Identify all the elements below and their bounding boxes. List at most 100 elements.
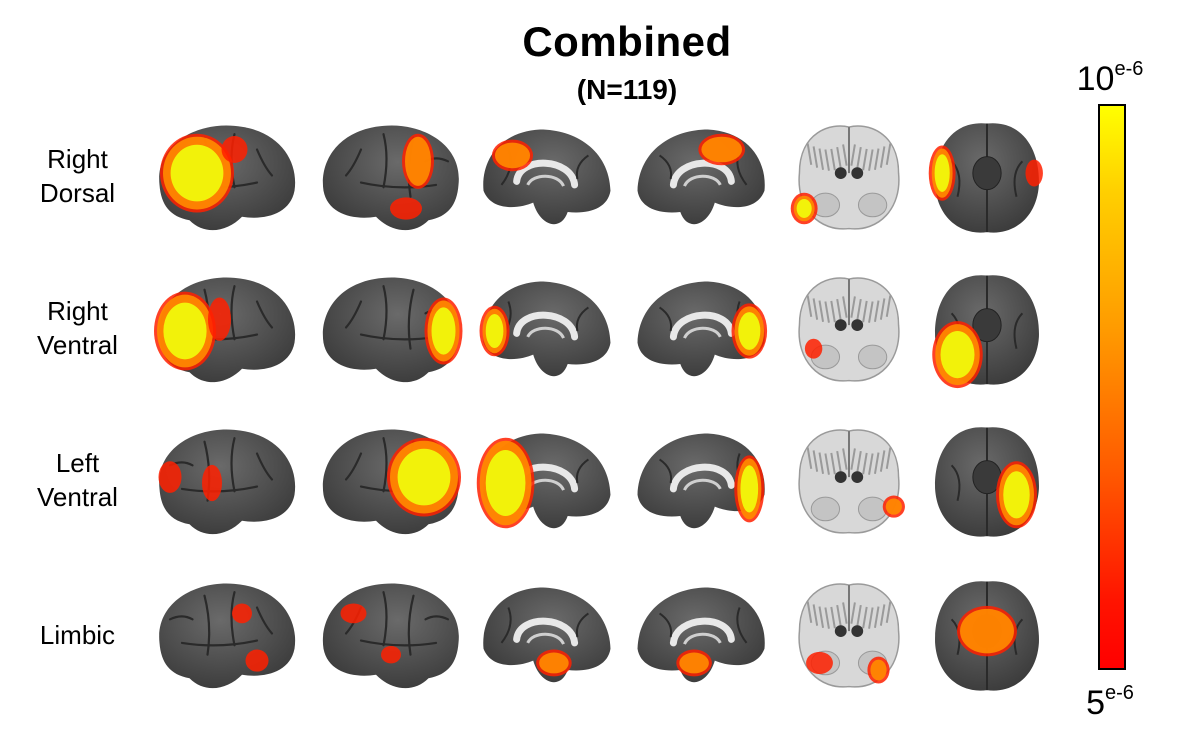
brain-left-lateral-image	[322, 125, 459, 231]
colorbar-max-base: 10	[1076, 60, 1115, 98]
activation-cluster	[158, 461, 182, 493]
brain-right-ventral-right-medial	[478, 272, 616, 390]
brain-left-medial-image	[637, 129, 765, 225]
brain-right-medial-image	[483, 129, 611, 225]
activation-cluster	[340, 603, 367, 624]
activation-cluster	[479, 305, 510, 357]
brain-left-ventral-ventral-surface	[928, 424, 1046, 542]
activation-cluster	[928, 145, 956, 201]
activation-cluster	[867, 656, 890, 684]
activation-cluster	[402, 133, 434, 189]
brain-left-ventral-right-medial	[476, 424, 616, 542]
row-label-line1: Limbic	[39, 620, 116, 650]
brain-right-dorsal-coronal-slice	[790, 120, 908, 238]
brain-right-dorsal-right-lateral	[152, 120, 302, 238]
activation-cluster	[734, 455, 765, 523]
brain-ventral-surface-image	[935, 427, 1039, 537]
brain-left-ventral-left-medial	[632, 424, 770, 542]
row-label-line2: Dorsal	[39, 178, 116, 208]
row-label-line1: Right	[47, 144, 108, 174]
activation-cluster	[424, 297, 463, 365]
activation-cluster	[1025, 159, 1043, 187]
activation-cluster	[476, 437, 535, 529]
colorbar	[1098, 104, 1126, 670]
brain-right-lateral-image	[154, 277, 296, 383]
brain-coronal-slice-image	[798, 277, 900, 382]
row-label-limbic: Limbic	[20, 618, 135, 652]
brain-ventral-surface-image	[935, 581, 1039, 691]
activation-cluster	[957, 605, 1017, 657]
brain-limbic-right-medial	[478, 578, 616, 696]
brain-left-lateral-image	[322, 583, 459, 689]
activation-cluster	[804, 338, 823, 359]
brain-limbic-ventral-surface	[928, 578, 1046, 696]
activation-cluster	[491, 139, 534, 172]
brain-right-ventral-coronal-slice	[790, 272, 908, 390]
brain-right-ventral-right-lateral	[152, 272, 302, 390]
brain-right-medial-image	[483, 587, 611, 683]
brain-limbic-right-lateral	[152, 578, 302, 696]
brain-right-dorsal-right-medial	[478, 120, 616, 238]
activation-cluster	[790, 192, 818, 225]
brain-coronal-slice-image	[798, 583, 900, 688]
figure-title: Combined	[522, 18, 732, 65]
activation-cluster	[232, 603, 252, 624]
brain-coronal-slice-image	[798, 429, 905, 534]
brain-right-dorsal-left-medial	[632, 120, 770, 238]
brain-right-dorsal-ventral-surface	[928, 120, 1046, 238]
activation-cluster	[536, 649, 572, 677]
row-label-right-dorsal: Right Dorsal	[20, 142, 135, 210]
row-label-line2: Ventral	[37, 330, 118, 360]
activation-cluster	[387, 437, 461, 517]
brain-right-medial-image	[479, 281, 611, 377]
brain-ventral-surface-image	[928, 123, 1043, 233]
activation-cluster	[202, 464, 222, 502]
activation-cluster	[381, 645, 401, 664]
activation-cluster	[221, 136, 248, 163]
row-label-line2: Ventral	[37, 482, 118, 512]
activation-cluster	[806, 651, 833, 675]
colorbar-max-label: 10e-6	[1070, 58, 1150, 99]
brain-right-medial-image	[476, 433, 611, 529]
brain-left-ventral-left-lateral	[316, 424, 466, 542]
brain-right-ventral-left-medial	[632, 272, 770, 390]
brain-right-dorsal-left-lateral	[316, 120, 466, 238]
brain-limbic-left-lateral	[316, 578, 466, 696]
brain-right-lateral-image	[158, 429, 296, 535]
activation-cluster	[676, 649, 712, 677]
colorbar-min-label: 5e-6	[1070, 682, 1150, 723]
activation-cluster	[995, 461, 1038, 529]
brain-ventral-surface-image	[932, 275, 1039, 389]
brain-limbic-left-medial	[632, 578, 770, 696]
activation-cluster	[160, 133, 234, 213]
activation-cluster	[731, 303, 768, 359]
brain-left-lateral-image	[322, 277, 463, 383]
row-label-line1: Right	[47, 296, 108, 326]
brain-right-ventral-ventral-surface	[928, 272, 1046, 390]
colorbar-max-exponent: e-6	[1114, 58, 1144, 80]
colorbar-min-exponent: e-6	[1105, 682, 1134, 704]
row-label-line1: Left	[55, 448, 100, 478]
activation-cluster	[208, 297, 231, 341]
brain-left-ventral-coronal-slice	[790, 424, 908, 542]
brain-right-lateral-image	[159, 583, 296, 689]
brain-right-lateral-image	[159, 125, 296, 231]
activation-cluster	[932, 321, 983, 389]
activation-cluster	[245, 649, 269, 672]
brain-right-ventral-left-lateral	[316, 272, 466, 390]
brain-left-ventral-right-lateral	[152, 424, 302, 542]
colorbar-min-base: 5	[1086, 684, 1105, 722]
brain-left-medial-image	[637, 281, 768, 377]
row-label-right-ventral: Right Ventral	[20, 294, 135, 362]
brain-limbic-coronal-slice	[790, 578, 908, 696]
brain-left-lateral-image	[322, 429, 461, 535]
activation-cluster	[154, 291, 216, 371]
activation-cluster	[390, 197, 422, 220]
brain-left-medial-image	[637, 433, 765, 529]
brain-coronal-slice-image	[790, 125, 900, 230]
brain-left-medial-image	[637, 587, 765, 683]
activation-cluster	[698, 133, 746, 166]
row-label-left-ventral: Left Ventral	[20, 446, 135, 514]
activation-cluster	[882, 495, 905, 518]
figure-subtitle: (N=119)	[576, 74, 678, 105]
